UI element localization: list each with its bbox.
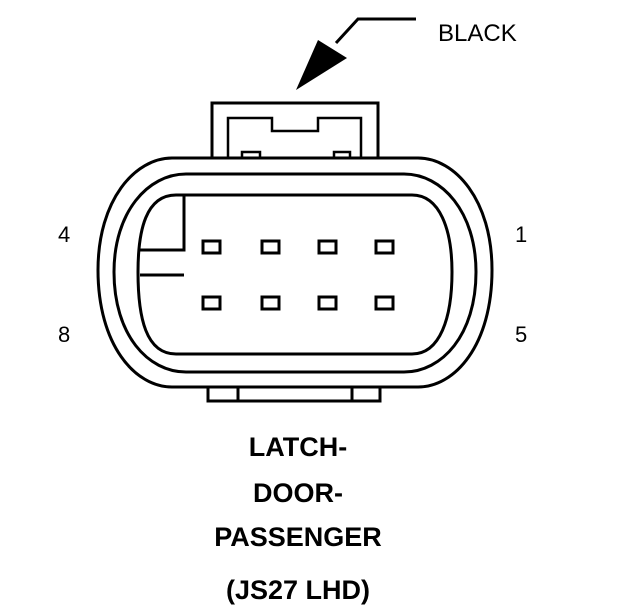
pin-number-8: 8 [58,322,71,347]
pin-number-4: 4 [58,222,71,247]
cavity-row-top [201,239,395,255]
cavity-2 [317,239,338,255]
cavity-3 [260,239,281,255]
callout-leader [334,17,416,45]
cavity-7 [260,295,281,311]
color-callout-label: BLACK [438,20,517,47]
cavity-insert [136,193,454,356]
callout-arrowhead [296,40,347,90]
bottom-notches [206,387,382,403]
pin-number-1: 1 [515,222,528,247]
pin-number-5: 5 [515,322,528,347]
cavity-4 [201,239,222,255]
cavity-row-bottom [201,295,395,311]
caption-line-3: PASSENGER [214,522,382,552]
caption-line-1: LATCH- [248,432,348,462]
cavity-1 [374,239,395,255]
caption-line-4: (JS27 LHD) [225,575,371,605]
cavity-8 [201,295,222,311]
cavity-5 [374,295,395,311]
cavity-6 [317,295,338,311]
polarization-key [140,196,186,277]
caption-line-2: DOOR- [253,478,343,508]
